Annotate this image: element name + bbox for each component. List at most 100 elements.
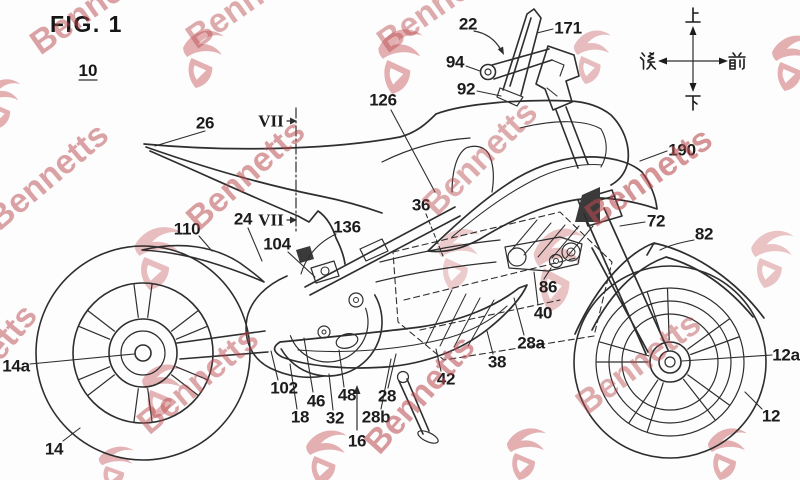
tail-bottom-line [149,150,346,265]
section-marker-top: VII [258,112,284,131]
frame-bolt [296,246,314,263]
watermark-text: Bennetts [370,0,511,60]
figure-title-group: FIG. 1 10 [50,11,123,81]
compass-arrow-up [689,26,697,35]
front-wheel-spokes [596,288,740,432]
fork-tubes [583,207,669,355]
part-label-82: 82 [695,225,713,244]
part-label-86: 86 [539,278,557,297]
front-end [574,207,765,355]
part-label-171: 171 [554,19,581,38]
part-label-38: 38 [488,353,506,372]
part-label-28a: 28a [517,334,545,353]
tank-top-line [435,99,630,186]
part-label-32: 32 [326,409,344,428]
front-fender [574,242,765,335]
compass-label-front-icon [728,52,746,70]
bennetts-logo-icon [507,428,546,480]
bennetts-logo-icon [708,428,747,480]
bennetts-logo-icon [437,228,480,290]
section-marker-bottom: VII [258,211,284,230]
motor-housing [280,294,383,377]
compass-label-up-icon [685,7,701,23]
part-label-28b: 28b [362,408,390,427]
part-label-40: 40 [534,304,552,323]
engine-bracket-front [310,260,340,284]
bodywork [141,99,658,283]
frame-tube [304,206,461,296]
kickstand-foot [417,430,439,444]
part-label-72: 72 [647,212,665,231]
frame-engine [176,206,613,444]
bennetts-logo-icon [306,430,347,480]
part-label-94: 94 [446,53,465,72]
leader-lines [29,28,773,442]
side-panel-inner [451,164,603,238]
watermark-text: Bennetts [569,304,708,422]
part-label-190: 190 [668,141,695,160]
seat-panel-line [381,137,471,163]
part-label-18: 18 [291,408,309,427]
compass-arrow-down [689,83,697,92]
rear-wheel-spokes [78,284,208,422]
part-label-36: 36 [412,196,430,215]
compass-label-rear-icon [639,52,657,70]
part-label-14a: 14a [2,357,30,376]
bennetts-logo-icon [98,446,135,480]
part-label-14: 14 [45,440,64,459]
side-panel [427,156,658,253]
frame-link [359,238,389,262]
tail-mid-line [145,146,383,214]
part-label-28: 28 [378,387,396,406]
arrows [286,30,504,431]
bennetts-logo-icon [0,79,21,130]
part-label-104: 104 [263,235,291,254]
swingarm [176,330,269,360]
part-label-22: 22 [459,15,477,34]
kickstand [398,378,430,435]
truss-lines [509,219,594,259]
part-label-110: 110 [174,220,201,239]
belly-pan [273,284,528,369]
tail-top-line [143,113,437,150]
front-wheel [573,265,767,459]
windscreen [502,8,542,96]
kickstand-pivot [396,370,410,384]
compass [639,7,746,111]
tank-inner-line [519,121,607,168]
part-label-102: 102 [270,379,297,398]
part-label-136: 136 [333,218,360,237]
compass-arrow-rear [658,57,667,65]
brake-lever [496,87,524,107]
part-label-12: 12 [762,407,780,426]
motor-case [245,275,325,379]
figure-label: FIG. 1 [50,11,123,37]
bennetts-logo-icon [751,230,794,288]
part-label-16: 16 [348,432,366,451]
compass-arrow-front [719,57,728,65]
part-label-24: 24 [234,210,253,229]
bennetts-logo-icon [772,35,800,91]
motorcycle-drawing [29,8,773,461]
part-label-126: 126 [369,91,396,110]
panel-cutout [451,145,494,193]
compass-label-down-icon [685,95,701,111]
part-label-92: 92 [457,80,475,99]
hanger-plate [504,236,583,272]
rear-fender [141,244,265,283]
leader-dashed-36 [425,213,444,257]
cockpit [479,8,623,227]
head-gusset [575,187,600,222]
part-label-26: 26 [196,114,214,133]
part-label-12a: 12a [772,346,800,365]
part-label-46: 46 [307,392,325,411]
steering-stem [555,106,589,169]
battery-box-dashed [392,211,613,361]
part-label-48: 48 [338,386,356,405]
figure-ref-number: 10 [79,61,98,80]
bar-clamp [535,45,580,111]
watermark-text: Bennetts [0,115,116,238]
